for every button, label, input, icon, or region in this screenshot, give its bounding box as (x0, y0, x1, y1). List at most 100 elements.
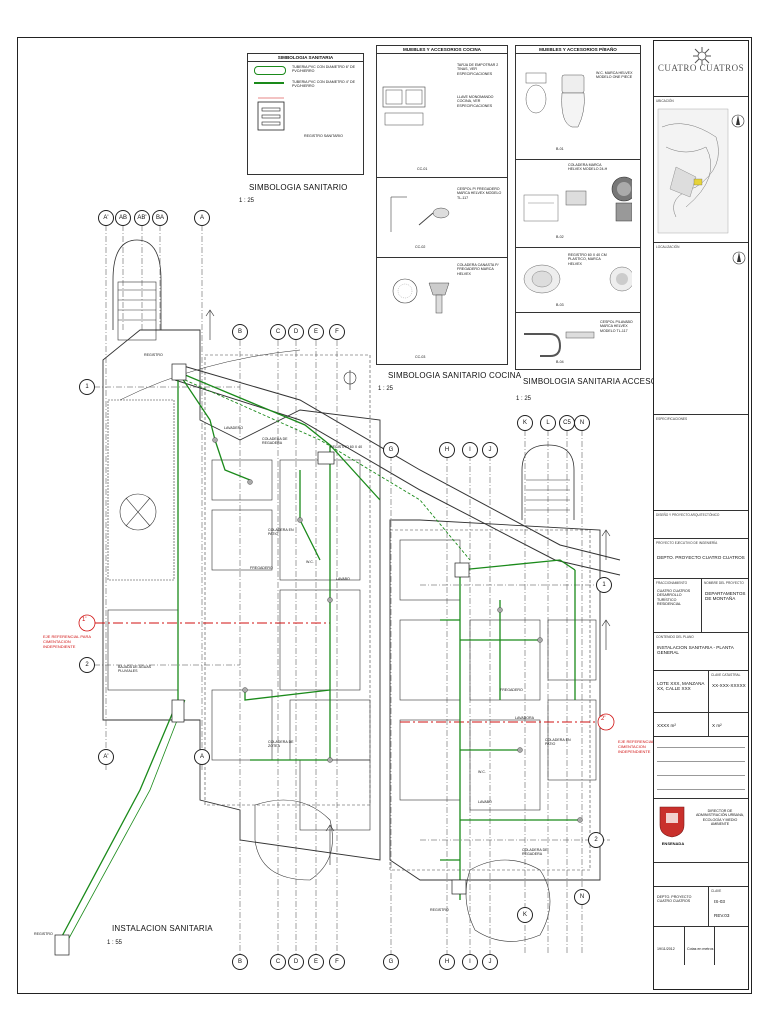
tb-project-value: DEPTO. PROYECTO CUATRO CUATROS (657, 555, 745, 560)
registro-plastico-drawing (523, 264, 632, 294)
legend-cocina-code-3: CC-03 (415, 355, 426, 359)
axis-bubble-b-2: B (232, 954, 248, 970)
label-coladera-zotea: COLADERA DE ZOTEA (268, 740, 294, 749)
tb-rev-value: REV.03 (714, 913, 730, 918)
tb-authority: DIRECTOR DE ADMINISTRACIÓN URBANA, ECOLO… (695, 809, 745, 827)
axis-bubble-row-2: 2 (79, 657, 95, 673)
reference-axis-note-1: EJE REFERENCIAL PARA CIMENTACION INDEPEN… (43, 634, 91, 649)
tb-localization-label: LOCALIZACIÓN (656, 245, 680, 249)
label-coladera-patio: COLADERA EN PATIO (268, 528, 294, 537)
legend-bano-title: SIMBOLOGIA SANITARIA ACCESORIO (523, 377, 672, 386)
label-lavadero: LAVADERO (224, 426, 244, 430)
label-bajada-pluviales: BAJADA DE AGUAS PLUVIALES (118, 665, 152, 674)
tb-project-cell: PROYECTO EJECUTIVO DE INGENIERÍA DEPTO. … (654, 539, 748, 579)
legend-sanitario-scale: 1 : 25 (239, 198, 255, 204)
axis-bubble-ref-1: 1' (82, 617, 87, 623)
label-fregadero: FREGADERO (250, 566, 273, 570)
tb-logo-text: CUATRO CUATROS (657, 63, 745, 73)
legend-cocina-code-1: CC-01 (417, 167, 428, 171)
axis-bubble-ml-1: C (270, 324, 286, 340)
label-coladera-patio-2: COLADERA EN PATIO (545, 738, 571, 747)
axis-bubble-r-7: N (574, 415, 590, 431)
label-wc-1: W.C. (306, 560, 314, 564)
axis-bubble-b-12: N (574, 889, 590, 905)
llave-drawing (390, 196, 450, 232)
tb-signatures-cell (654, 737, 748, 799)
axis-bubble-tl-0: A' (98, 210, 114, 226)
legend-bano-scale: 1 : 25 (516, 396, 532, 402)
axis-bubble-row-1r: 1 (596, 577, 612, 593)
axis-bubble-r-1: H (439, 442, 455, 458)
tb-lot-value: LOTE XXX, MANZANA XX, CALLE XXX (657, 681, 705, 692)
legend-sanitario-title: SIMBOLOGIA SANITARIO (249, 183, 348, 192)
legend-cocina-item-4: COLADERA CANASTA P/ FREGADERO MARCA HELV… (457, 263, 499, 276)
tb-name-value: DEPARTAMENTOS DE MONTAÑA (705, 591, 746, 602)
legend-sanitario-header: SIMBOLOGIA SANITARIA (248, 54, 363, 62)
axis-bubble-tl-1: AB (115, 210, 131, 226)
label-coladera-regadera-2: COLADERA DE REGADERA (522, 848, 548, 857)
axis-bubble-tl-2: AB' (134, 210, 150, 226)
legend-cocina: MUEBLES Y ACCESORIOS COCINA TARJA DE EMP… (376, 45, 508, 365)
tb-notes-cell (654, 863, 748, 887)
axis-bubble-r-5: L (540, 415, 556, 431)
axis-bubble-b-8: H (439, 954, 455, 970)
axis-bubble-ml-0: B (232, 324, 248, 340)
axis-bubble-b-1: A (194, 749, 210, 765)
label-registro-1: REGISTRO (144, 353, 163, 357)
axis-bubble-r-2: I (462, 442, 478, 458)
north-arrow-icon (732, 251, 746, 265)
tb-area-cell: XXXX m² X m² (654, 713, 748, 737)
label-lavabo-2: LAVABO (478, 800, 492, 804)
tb-date-cell: 19/11/2012 Cotas en metros (654, 927, 748, 965)
legend-bano-item-1: W.C. MARCA HELVEX MODELO ONE PIECE (596, 71, 633, 80)
wc-drawing (525, 72, 585, 128)
tb-designer-cell: DISEÑO Y PROYECTO ARQUITECTÓNICO (654, 511, 748, 539)
legend-cocina-item-3: CESPOL P/ FREGADERO MARCA HELVEX MODELO … (457, 187, 502, 200)
tb-specs-cell: ESPECIFICACIONES (654, 415, 748, 511)
legend-bano-code-4: B-04 (556, 360, 564, 364)
coladera-bano-drawing (523, 176, 632, 222)
axis-bubble-b-11: K (517, 907, 533, 923)
axis-bubble-b-3: C (270, 954, 286, 970)
axis-bubble-tl-4: A (194, 210, 210, 226)
label-registro-3: REGISTRO (34, 932, 53, 936)
axis-bubble-r-3: J (482, 442, 498, 458)
label-registro-60x40: REGISTRO 60 X 40 (330, 445, 363, 449)
axis-bubble-ml-4: F (329, 324, 345, 340)
tb-location-label: UBICACIÓN (656, 99, 674, 103)
legend-cocina-title: SIMBOLOGIA SANITARIO COCINA (388, 371, 522, 380)
pipe-6-symbol (254, 66, 286, 75)
legend-cocina-item-2: LLAVE MONOMANDO COCINA, VER ESPECIFICACI… (457, 95, 494, 108)
tb-scale-note: Cotas en metros (687, 947, 714, 951)
axis-bubble-b-4: D (288, 954, 304, 970)
cuatro-cuatros-logo-icon (693, 47, 711, 65)
tb-sheet-value: IS-03 (714, 899, 725, 904)
tb-content-value: INSTALACION SANITARIA - PLANTA GENERAL (657, 645, 734, 656)
registro-symbol (257, 97, 285, 131)
legend-sanitario-item-1: TUBERIA PVC CON DIAMETRO 6" DE PVC/HIERR… (292, 65, 355, 74)
axis-bubble-tl-3: BA (152, 210, 168, 226)
legend-bano-item-4: CESPOL P/LAVABO MARCA HELVEX MODELO TL-1… (600, 320, 633, 333)
axis-bubble-b-7: G (383, 954, 399, 970)
axis-bubble-b-5: E (308, 954, 324, 970)
axis-bubble-ref-2: 2' (601, 716, 606, 722)
axis-bubble-r-0: G (383, 442, 399, 458)
axis-bubble-row-2r: 2 (588, 832, 604, 848)
tb-designer-label: DISEÑO Y PROYECTO ARQUITECTÓNICO (656, 513, 720, 517)
axis-bubble-b-9: I (462, 954, 478, 970)
tb-project-label: PROYECTO EJECUTIVO DE INGENIERÍA (656, 541, 718, 545)
axis-bubble-r-6: C5 (559, 415, 575, 431)
axis-bubble-row-1: 1 (79, 379, 95, 395)
ensenada-seal-icon (659, 806, 685, 838)
label-registro-2: REGISTRO (430, 908, 449, 912)
legend-bano-item-3: REGISTRO 60 X 40 CM PLASTICO, MARCA HELV… (568, 253, 607, 266)
axis-bubble-b-10: J (482, 954, 498, 970)
axis-bubble-ml-3: E (308, 324, 324, 340)
tb-location-cell: UBICACIÓN (654, 97, 748, 243)
tb-clave-value: XX-XXX-XXXXX (712, 683, 746, 688)
coladera-cocina-drawing (392, 278, 450, 314)
floor-plan (54, 225, 621, 956)
tb-fracc-cell: FRACCIONAMIENTO CUATRO CUATROS DESARROLL… (654, 579, 748, 633)
tb-content-label: CONTENIDO DEL PLANO (656, 635, 694, 639)
drawing-sheet (17, 37, 752, 994)
